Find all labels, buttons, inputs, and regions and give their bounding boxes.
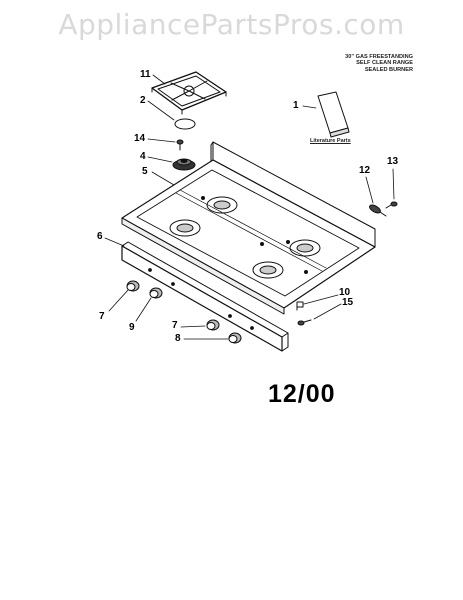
- burner-front-right: [252, 261, 284, 279]
- watermark: AppliancePartsPros.com: [58, 8, 405, 41]
- callout-13: 13: [387, 156, 399, 167]
- panel-screw: [297, 319, 312, 326]
- callout-9: 9: [129, 322, 135, 333]
- revision-date: 12/00: [268, 380, 336, 408]
- burner-rear-left: [206, 196, 238, 214]
- literature-booklet: [317, 91, 350, 138]
- callout-1: 1: [293, 100, 299, 111]
- model-description-line: SELF CLEAN RANGE: [356, 60, 413, 67]
- control-knob: [228, 332, 242, 344]
- callout-2: 2: [140, 95, 146, 106]
- control-knob: [206, 319, 220, 331]
- mounting-screw: [385, 201, 398, 209]
- callout-14: 14: [134, 133, 146, 144]
- callout-5: 5: [142, 166, 148, 177]
- callout-8: 8: [175, 333, 181, 344]
- callout-10: 10: [339, 287, 351, 298]
- callout-11: 11: [140, 69, 151, 80]
- callout-7-left: 7: [99, 311, 105, 322]
- clip-part: [296, 301, 304, 311]
- electrode-part: [369, 204, 387, 217]
- cooktop: [121, 141, 376, 315]
- leader-lines: [104, 74, 395, 340]
- burner-cap: [174, 118, 196, 130]
- callout-7-right: 7: [172, 320, 178, 331]
- model-description-line: 30" GAS FREESTANDING: [345, 54, 413, 60]
- burner-grate: [151, 71, 227, 115]
- literature-parts-label: Literature Parts: [310, 138, 351, 144]
- model-description: 30" GAS FREESTANDING SELF CLEAN RANGE SE…: [293, 54, 413, 73]
- burner-rear-right: [289, 239, 321, 257]
- model-description-line: SEALED BURNER: [364, 66, 413, 73]
- callout-15: 15: [342, 297, 354, 308]
- callout-6: 6: [97, 231, 103, 242]
- callout-12: 12: [359, 165, 371, 176]
- burner-screw: [176, 139, 184, 151]
- control-knob: [126, 280, 140, 292]
- callout-4: 4: [140, 151, 146, 162]
- control-knob: [149, 287, 163, 299]
- burner-base: [172, 158, 196, 171]
- burner-front-left: [169, 219, 201, 237]
- manifold-panel: [121, 241, 289, 352]
